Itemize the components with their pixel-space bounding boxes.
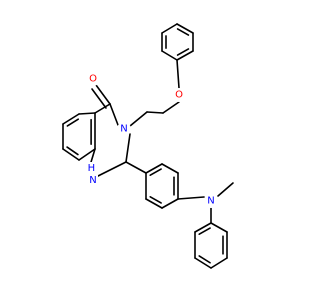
- amide-bond: [109, 103, 119, 126]
- bond-layer: [62, 23, 234, 269]
- ether-bond: [162, 101, 180, 114]
- phenyl-ring-bond: [194, 257, 212, 269]
- nh-nitrogen-label: N: [89, 175, 96, 186]
- phenoxy-ring-bond: [161, 50, 178, 61]
- ether-oxygen-label: O: [175, 90, 183, 101]
- phenyl-ring-bond: [194, 222, 212, 233]
- phenoxy-ring-bond: [161, 23, 178, 34]
- phenyl-ring-bond: [210, 257, 228, 269]
- ring-nitrogen: N: [117, 122, 131, 136]
- amine-nitrogen-label: N: [207, 196, 214, 207]
- ethyl-bond: [146, 111, 164, 114]
- molecule-structure: O O N N H N: [62, 23, 234, 269]
- benzo-ring-bond: [78, 148, 96, 161]
- phenylene-ring-bond: [161, 163, 179, 174]
- ethyl-bond: [129, 111, 148, 127]
- amine-nitrogen: N: [204, 194, 218, 208]
- ring-nitrogen-label: N: [120, 124, 127, 135]
- aryl-bond: [125, 161, 147, 174]
- carbonyl-oxygen: O: [86, 72, 100, 86]
- phenyl-ring-bond: [210, 222, 228, 233]
- nh-group: H N: [84, 162, 98, 186]
- phenyl-ring-double-bond: [198, 255, 211, 264]
- phenylene-ring-bond: [145, 163, 163, 174]
- phenylene-ring-bond: [145, 198, 163, 209]
- benzo-ring-bond: [78, 112, 96, 115]
- benzo-ring-double-bond: [66, 118, 80, 127]
- molecule-canvas: O O N N H N: [62, 23, 234, 269]
- ether-bond: [176, 59, 180, 89]
- phenoxy-ring-double-bond: [176, 28, 190, 36]
- benzo-ring-double-bond: [66, 146, 79, 156]
- phenyl-ring-double-bond: [198, 227, 211, 236]
- phenoxy-ring-bond: [176, 23, 194, 34]
- nh-hydrogen-label: H: [88, 163, 96, 174]
- nh-group-label: H N: [88, 163, 99, 186]
- ether-oxygen: O: [172, 88, 186, 102]
- phenoxy-ring-double-bond: [176, 48, 190, 56]
- ring-bond: [97, 161, 127, 177]
- carbonyl-bond: [95, 84, 111, 105]
- phenylene-ring-double-bond: [149, 196, 162, 204]
- methyl-bond: [217, 182, 234, 197]
- carbonyl-carbon-bond: [94, 103, 111, 114]
- phenoxy-ring-bond: [176, 50, 194, 61]
- benzo-ring-bond: [62, 113, 80, 125]
- benzo-ring-bond: [62, 148, 80, 161]
- phenylene-ring-double-bond: [149, 168, 162, 176]
- amine-bond: [177, 196, 205, 200]
- ring-bond: [125, 133, 131, 163]
- phenylene-ring-bond: [161, 198, 179, 209]
- carbonyl-bond: [91, 88, 107, 109]
- carbonyl-oxygen-label: O: [89, 74, 97, 85]
